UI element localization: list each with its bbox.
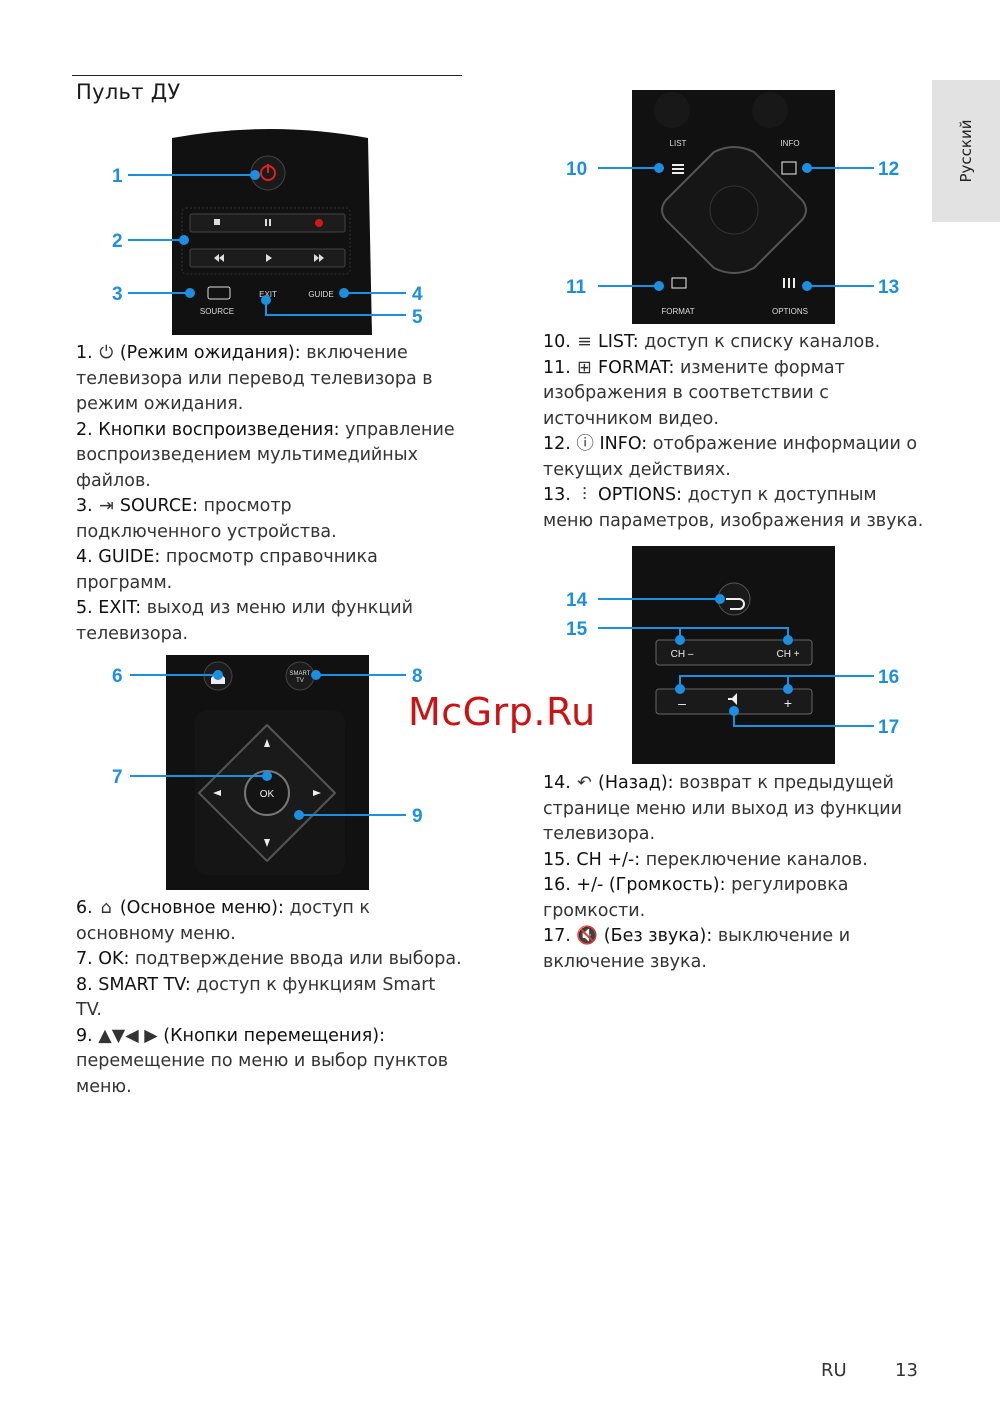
callout-15: 15 [566, 619, 588, 640]
ch-plus-label: CH + [776, 649, 799, 660]
desc-item-15: 15. CH +/-: переключение каналов. [543, 849, 868, 870]
callout-10: 10 [566, 159, 587, 180]
desc-item-10: 10. ≡ LIST: доступ к списку каналов. [543, 332, 881, 352]
format-label: FORMAT [661, 307, 694, 316]
callout-16: 16 [878, 667, 899, 688]
desc-block-right-top: 10. ≡ LIST: доступ к списку каналов. 11.… [543, 330, 943, 534]
list-label: LIST [670, 139, 687, 148]
desc-item-7: 7. OK: подтверждение ввода или выбора. [76, 949, 462, 969]
exit-label: EXIT [259, 290, 277, 299]
footer-language: RU [821, 1360, 847, 1381]
desc-item-9: 9. ▲▼◀ ▶ (Кнопки перемещения):перемещени… [76, 1025, 449, 1097]
callout-2: 2 [112, 231, 123, 252]
vol-plus-label: + [784, 695, 792, 711]
remote-figure-navigation: SMART TV OK 6 7 8 9 [112, 655, 423, 890]
callout-6: 6 [112, 666, 123, 687]
callout-7: 7 [112, 767, 123, 788]
options-label: OPTIONS [772, 307, 808, 316]
callout-5: 5 [412, 307, 423, 328]
page-title: Пульт ДУ [76, 80, 181, 104]
smart-tv-label-2: TV [296, 678, 304, 684]
page-number: 13 [895, 1360, 918, 1381]
guide-label: GUIDE [308, 290, 333, 299]
smart-tv-label-1: SMART [290, 671, 311, 677]
callout-8: 8 [412, 666, 423, 687]
callout-14: 14 [566, 590, 588, 611]
callout-12: 12 [878, 159, 899, 180]
callout-17: 17 [878, 717, 899, 738]
callout-11: 11 [566, 277, 587, 298]
title-rule [72, 75, 462, 76]
language-tab: Русский [932, 80, 1000, 222]
ch-minus-label: CH – [671, 649, 694, 660]
callout-9: 9 [412, 806, 423, 827]
callout-13: 13 [878, 277, 899, 298]
callout-1: 1 [112, 166, 123, 187]
vol-minus-label: – [678, 695, 686, 711]
remote-figure-volume-channel: CH – CH + – + 14 15 16 17 [566, 546, 899, 764]
callout-3: 3 [112, 284, 123, 305]
ok-label: OK [260, 789, 275, 800]
remote-figure-menu-keys: LIST INFO FORMAT OPTIONS 10 11 12 13 [566, 90, 899, 324]
source-label: SOURCE [200, 307, 234, 316]
callout-4: 4 [412, 284, 423, 305]
language-tab-label: Русский [957, 119, 975, 183]
watermark: McGrp.Ru [408, 690, 596, 734]
info-label: INFO [780, 139, 799, 148]
remote-figure-top-left: SOURCE EXIT GUIDE 1 2 3 4 5 [112, 129, 423, 335]
